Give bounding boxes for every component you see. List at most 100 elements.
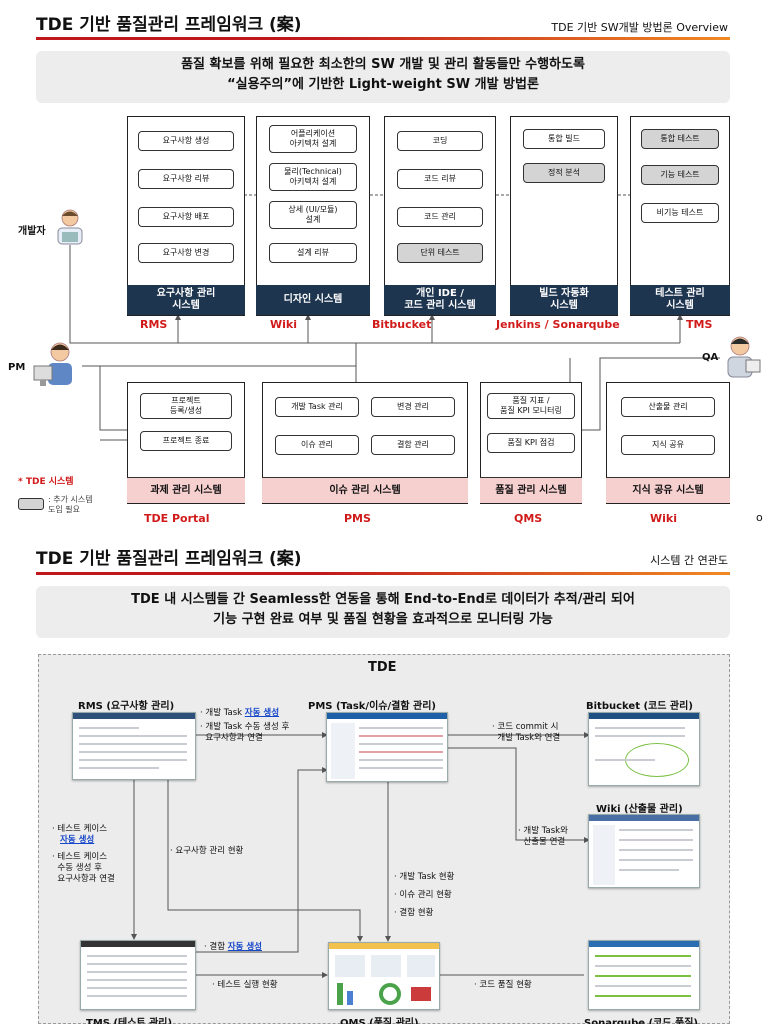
note-auto-task-prefix: · 개발 Task [200,708,245,718]
tde-area-title: TDE [368,660,397,675]
integration-test-button[interactable]: 통합 테스트 [641,129,719,149]
detail-design-button[interactable]: 상세 (UI/모듈) 설계 [269,201,357,229]
design-system-label: 디자인 시스템 [256,285,370,315]
bottom-banner-line2: 기능 구현 완료 여부 및 품질 현황을 효과적으로 모니터링 가능 [213,612,553,627]
project-panel: 프로젝트 등록/생성 프로젝트 종료 과제 관리 시스템 [127,382,245,504]
note-code-quality: · 코드 품질 현황 [474,980,532,990]
wiki-screenshot [588,814,700,888]
nonfunction-test-button[interactable]: 비기능 테스트 [641,203,719,223]
req-system-label: 요구사항 관리 시스템 [127,285,245,315]
project-register-button[interactable]: 프로젝트 등록/생성 [140,393,232,419]
note-issue-status: · 이슈 관리 현황 [394,890,452,900]
note-code-commit: · 코드 commit 시 개발 Task와 연결 [492,722,561,743]
tool-pms: PMS [344,512,371,525]
note-testcase-auto: · 테스트 케이스 자동 생성 [52,824,107,846]
tool-jenkins-sonarqube: Jenkins / Sonarqube [496,318,620,331]
tool-tms: TMS [686,318,713,331]
top-connectors [69,192,720,441]
unit-test-button[interactable]: 단위 테스트 [397,243,483,263]
tms-screenshot [80,940,196,1010]
design-panel: 어플리케이션 아키텍처 설계 물리(Technical) 아키텍처 설계 상세 … [256,116,370,316]
issue-system-label: 이슈 관리 시스템 [262,477,468,503]
note-manual-task: · 개발 Task 수동 생성 후 요구사항과 연결 [200,722,290,743]
bottom-page-title: TDE 기반 품질관리 프레임워크 (案) [36,549,302,569]
test-panel: 통합 테스트 기능 테스트 비기능 테스트 테스트 관리 시스템 [630,116,730,316]
legend-text: : 추가 시스템 도입 필요 [48,495,93,514]
top-page-subtitle: TDE 기반 SW개발 방법론 Overview [551,21,728,34]
function-test-button[interactable]: 기능 테스트 [641,165,719,185]
design-review-button[interactable]: 설계 리뷰 [269,243,357,263]
sonar-screenshot [588,940,700,1010]
req-deploy-button[interactable]: 요구사항 배포 [138,207,234,227]
static-analysis-button[interactable]: 정적 분석 [523,163,605,183]
req-review-button[interactable]: 요구사항 리뷰 [138,169,234,189]
top-page-title: TDE 기반 품질관리 프레임워크 (案) [36,15,302,35]
qms-screenshot [328,942,440,1010]
coding-button[interactable]: 코딩 [397,131,483,151]
note-task-status: · 개발 Task 현황 [394,872,455,882]
rms-screenshot [72,712,196,780]
issue-panel: 개발 Task 관리 변경 관리 이슈 관리 결함 관리 이슈 관리 시스템 [262,382,468,504]
qa-icon [727,336,761,378]
defect-manage-button[interactable]: 결함 관리 [371,435,455,455]
quality-kpi-monitor-button[interactable]: 품질 지표 / 품질 KPI 모니터링 [487,393,575,419]
quality-system-label: 품질 관리 시스템 [480,477,582,503]
tool-tde-portal: TDE Portal [144,512,210,525]
tool-qms: QMS [514,512,543,525]
stray-mark: o [756,511,763,524]
requirements-panel: 요구사항 생성 요구사항 리뷰 요구사항 배포 요구사항 변경 요구사항 관리 … [127,116,245,316]
note-defect-status: · 결함 현황 [394,908,434,918]
dev-task-button[interactable]: 개발 Task 관리 [275,397,359,417]
pm-icon [33,342,72,386]
qa-label: QA [702,352,719,363]
note-test-exec: · 테스트 실행 현황 [212,980,278,990]
bottom-title-rule [36,572,730,575]
change-manage-button[interactable]: 변경 관리 [371,397,455,417]
bitbucket-system-name: Bitbucket (코드 관리) [586,701,693,712]
pms-system-name: PMS (Task/이슈/결함 관리) [308,701,436,712]
project-close-button[interactable]: 프로젝트 종료 [140,431,232,451]
app-arch-button[interactable]: 어플리케이션 아키텍처 설계 [269,125,357,153]
code-panel: 코딩 코드 리뷰 코드 관리 단위 테스트 개인 IDE / 코드 관리 시스템 [384,116,496,316]
deliverable-manage-button[interactable]: 산출물 관리 [621,397,715,417]
auto-task-link[interactable]: 자동 생성 [244,708,280,718]
note-req-status: · 요구사항 관리 현황 [170,846,244,856]
knowledge-panel: 산출물 관리 지식 공유 지식 공유 시스템 [606,382,730,504]
defect-auto-link[interactable]: 자동 생성 [227,942,262,952]
bottom-page-subtitle: 시스템 간 연관도 [650,554,728,567]
top-banner: 품질 확보를 위해 필요한 최소한의 SW 개발 및 관리 활동들만 수행하도록… [36,51,730,103]
note-deliverable-link: · 개발 Task와 산출물 연결 [518,826,568,847]
top-title-rule [36,37,730,40]
tms-system-name: TMS (테스트 관리) [86,1018,173,1024]
build-system-label: 빌드 자동화 시스템 [510,285,618,315]
legend-title: * TDE 시스템 [18,477,74,487]
req-change-button[interactable]: 요구사항 변경 [138,243,234,263]
code-system-label: 개인 IDE / 코드 관리 시스템 [384,285,496,315]
rms-system-name: RMS (요구사항 관리) [78,701,175,712]
req-create-button[interactable]: 요구사항 생성 [138,131,234,151]
tool-bitbucket: Bitbucket [372,318,432,331]
quality-kpi-check-button[interactable]: 품질 KPI 점검 [487,433,575,453]
knowledge-system-label: 지식 공유 시스템 [606,477,730,503]
pm-label: PM [8,362,26,373]
tool-rms: RMS [140,318,168,331]
bottom-banner-line1: TDE 내 시스템들 간 Seamless한 연동을 통해 End-to-End… [131,592,635,607]
integration-build-button[interactable]: 통합 빌드 [523,129,605,149]
code-manage-button[interactable]: 코드 관리 [397,207,483,227]
knowledge-share-button[interactable]: 지식 공유 [621,435,715,455]
tool-wiki-knowledge: Wiki [650,512,677,525]
tech-arch-button[interactable]: 물리(Technical) 아키텍처 설계 [269,163,357,191]
code-review-button[interactable]: 코드 리뷰 [397,169,483,189]
qms-system-name: QMS (품질 관리) [340,1018,419,1024]
issue-manage-button[interactable]: 이슈 관리 [275,435,359,455]
wiki-system-name: Wiki (산출물 관리) [596,804,683,815]
quality-panel: 품질 지표 / 품질 KPI 모니터링 품질 KPI 점검 품질 관리 시스템 [480,382,582,504]
top-banner-line2: “실용주의”에 기반한 Light-weight SW 개발 방법론 [227,77,539,92]
bitbucket-screenshot [588,712,700,786]
developer-icon [57,209,83,245]
test-system-label: 테스트 관리 시스템 [630,285,730,315]
testcase-auto-link[interactable]: 자동 생성 [60,835,95,845]
top-banner-line1: 품질 확보를 위해 필요한 최소한의 SW 개발 및 관리 활동들만 수행하도록 [181,57,585,72]
tool-wiki-design: Wiki [270,318,297,331]
note-defect-auto-prefix: · 결함 [204,942,228,952]
